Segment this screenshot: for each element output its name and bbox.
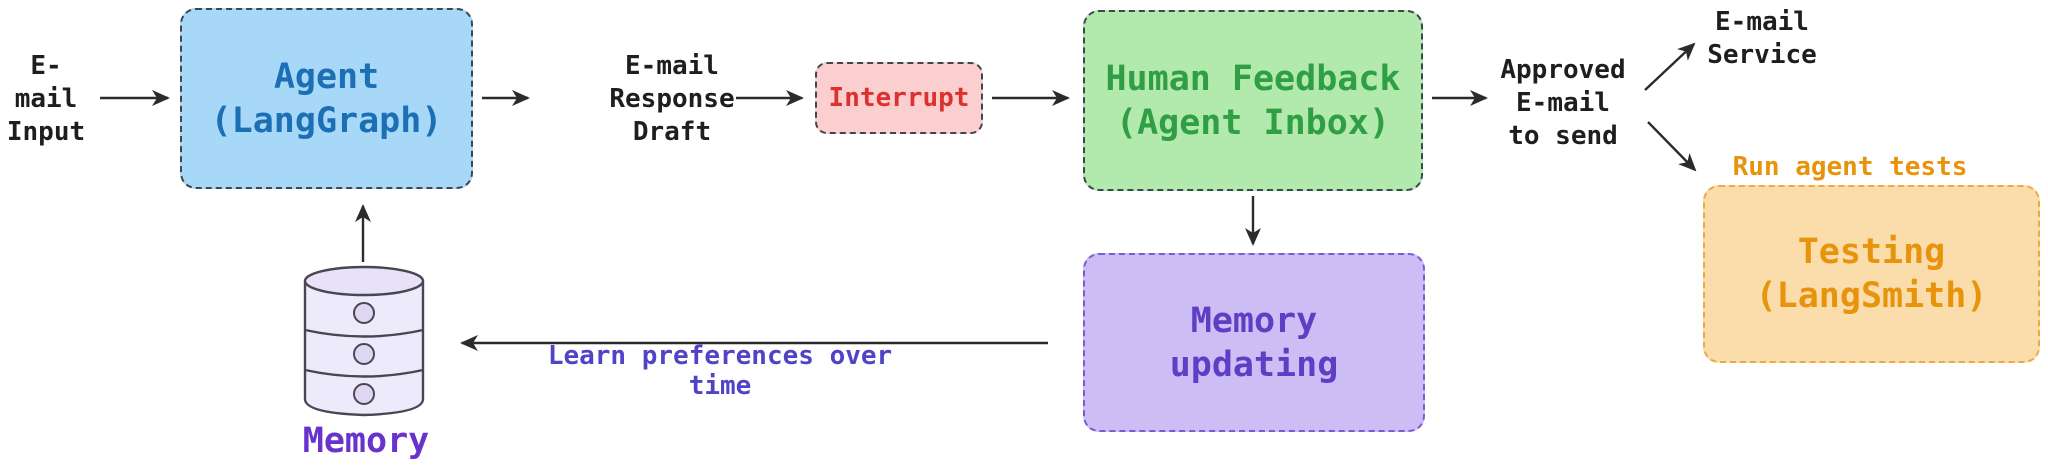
label-email-response-draft: E-mail Response Draft [609,51,735,147]
node-human-feedback-agent-inbox: Human Feedback (Agent Inbox) [1083,10,1423,191]
node-interrupt: Interrupt [815,62,983,134]
label-email-input: E-mail Input [6,50,86,147]
node-memory-updating: Memory updating [1083,253,1425,432]
memory-database-icon [303,265,425,417]
arrow-approved-to-testing [1647,121,1697,172]
node-testing-langsmith: Testing (LangSmith) [1703,185,2040,363]
node-agent-langgraph: Agent (LangGraph) [180,8,473,189]
label-run-agent-tests: Run agent tests [1732,151,1968,182]
label-email-service: E-mail Service [1707,7,1817,70]
label-memory: Memory [302,421,430,461]
label-learn-preferences-over-time: Learn preferences over time [547,340,893,401]
label-approved-email-to-send: Approved E-mail to send [1500,55,1626,151]
arrow-approved-to-service [1644,42,1696,91]
